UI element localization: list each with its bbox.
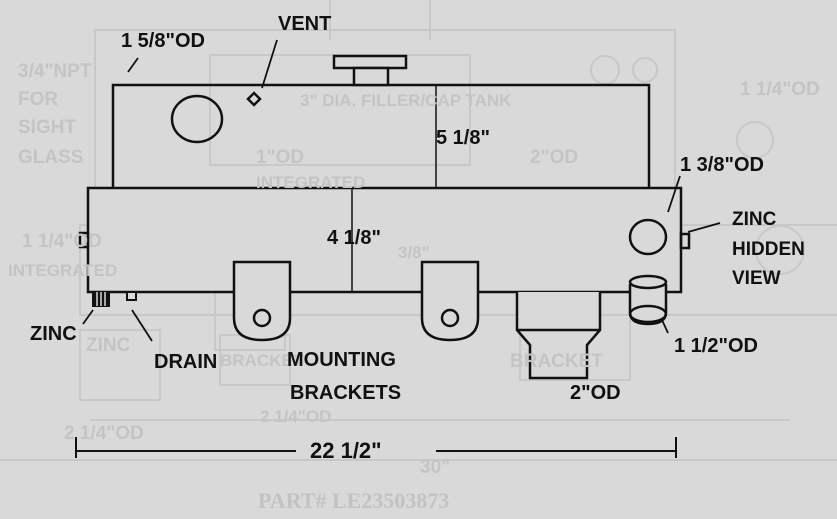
ghost-text-zinc: ZINC xyxy=(86,335,131,356)
ghost-text-left-1: 3/4"NPT xyxy=(18,61,92,82)
dimension-22-1-2 xyxy=(75,437,677,458)
label-zinc-hidden-3: VIEW xyxy=(732,268,781,289)
port-1-3-8-od xyxy=(628,218,668,256)
mounting-brackets xyxy=(232,260,480,342)
left-tab xyxy=(78,231,90,249)
ghost-text-left-3: SIGHT xyxy=(18,117,77,138)
ghost-text-bottom-3: 30" xyxy=(420,457,451,478)
outlet-1-1-2-od xyxy=(628,274,668,326)
ghost-text-left-6: INTEGRATED xyxy=(8,261,118,280)
ghost-text-top-mid: 3" DIA. FILLER/CAP TANK xyxy=(300,91,512,110)
port-1-5-8-od xyxy=(170,94,224,144)
ghost-text-left-5: 1 1/4"OD xyxy=(22,231,102,252)
filler-cap-neck xyxy=(352,66,390,87)
upper-tank xyxy=(111,54,651,193)
label-drain: DRAIN xyxy=(154,351,218,373)
right-zinc-tab xyxy=(679,232,691,250)
lower-body-outline xyxy=(86,186,683,294)
outlet-2-od xyxy=(515,292,602,380)
label-port-1-3-8-od: 1 3/8"OD xyxy=(680,154,764,176)
ghost-text-bracket-1: BRACKET xyxy=(220,351,304,370)
lower-body xyxy=(78,186,691,294)
ghost-text-right-mid: 3/8" xyxy=(398,243,430,262)
leader-lines xyxy=(82,39,721,342)
label-dim-4-1-8: 4 1/8" xyxy=(327,227,381,249)
label-port-1-5-8-od: 1 5/8"OD xyxy=(121,30,205,52)
zinc-drain xyxy=(92,291,137,307)
label-vent: VENT xyxy=(278,13,332,35)
vent-port xyxy=(246,91,262,107)
ghost-text-mid-2: INTEGRATED xyxy=(256,173,366,192)
ghost-text-bracket-2: BRACKET xyxy=(510,351,603,372)
mounting-bracket-left xyxy=(232,260,292,342)
drain-fitting xyxy=(126,291,137,301)
label-port-2-od: 2"OD xyxy=(570,382,621,404)
label-dim-22-1-2: 22 1/2" xyxy=(310,438,382,463)
label-dim-5-1-8: 5 1/8" xyxy=(436,127,490,149)
ghost-text-bottom-1: 2 1/4"OD xyxy=(64,423,144,444)
ghost-text-bottom-2: 2 1/4"OD xyxy=(260,407,332,426)
ghost-text-left-2: FOR xyxy=(18,89,59,110)
label-zinc: ZINC xyxy=(30,323,77,345)
label-mounting: MOUNTING xyxy=(287,349,396,371)
mounting-bracket-right xyxy=(420,260,480,342)
label-brackets: BRACKETS xyxy=(290,382,402,404)
label-zinc-hidden-2: HIDDEN xyxy=(732,239,805,260)
label-zinc-hidden-1: ZINC xyxy=(732,209,777,230)
ghost-text-right-top: 1 1/4"OD xyxy=(740,79,820,100)
label-port-1-1-2-od: 1 1/2"OD xyxy=(674,335,758,357)
ghost-text-mid-1: 1"OD xyxy=(256,147,305,168)
ghost-text-left-4: GLASS xyxy=(18,147,84,168)
ghost-part-number: PART# LE23503873 xyxy=(258,488,450,513)
filler-cap-top xyxy=(332,54,408,70)
ghost-text-mid-3: 2"OD xyxy=(530,147,579,168)
